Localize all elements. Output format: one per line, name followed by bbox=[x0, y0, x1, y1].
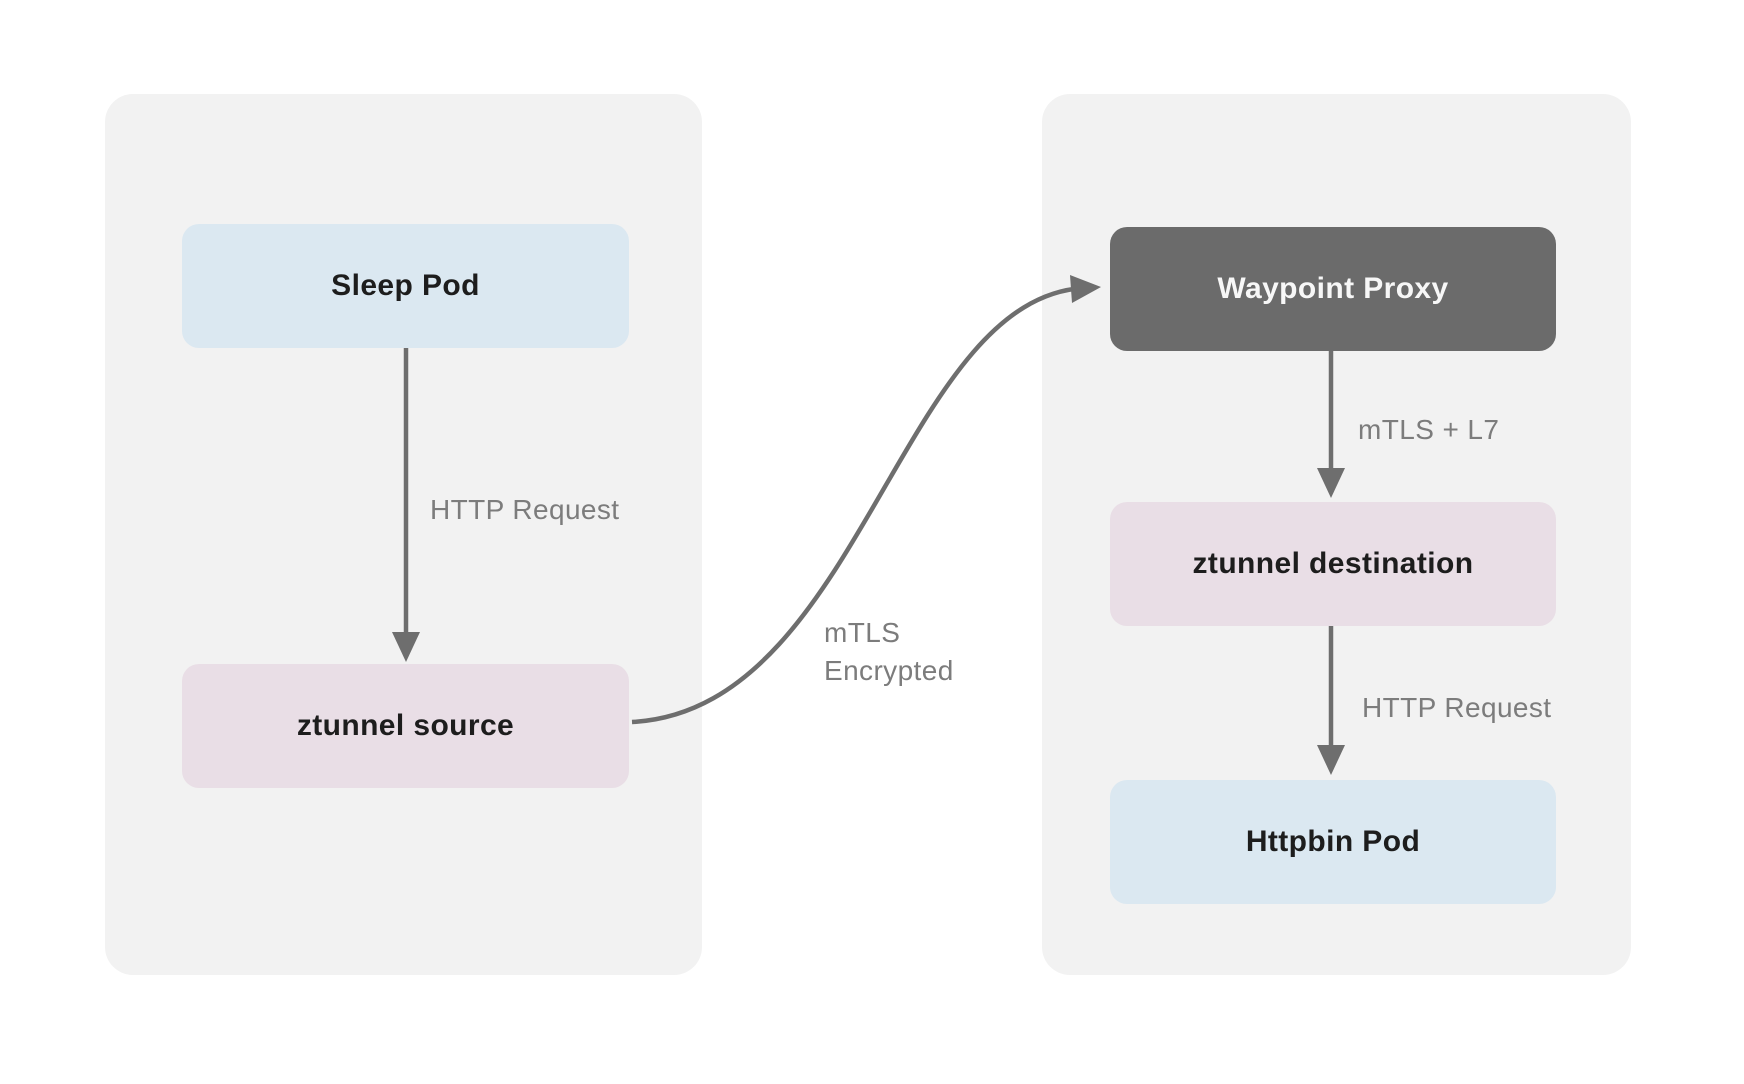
node-sleep-pod: Sleep Pod bbox=[182, 224, 629, 348]
edge-label-http-request-right: HTTP Request bbox=[1362, 692, 1552, 723]
node-waypoint-proxy: Waypoint Proxy bbox=[1110, 227, 1556, 351]
node-label-ztunnel-source: ztunnel source bbox=[296, 709, 515, 742]
namespace-panel-httpbin: Namespace:httpbin Waypoint Proxy ztunnel… bbox=[1042, 94, 1631, 975]
edge-label-mtls-encrypted: mTLS Encrypted bbox=[824, 614, 954, 690]
node-label-waypoint-proxy: Waypoint Proxy bbox=[1217, 272, 1449, 305]
node-label-ztunnel-destination: ztunnel destination bbox=[1192, 547, 1474, 580]
node-httpbin-pod: Httpbin Pod bbox=[1110, 780, 1556, 904]
node-label-httpbin-pod: Httpbin Pod bbox=[1245, 825, 1421, 858]
namespace-panel-client: Namespace:client Sleep Pod ztunnel sourc… bbox=[105, 94, 702, 975]
edge-label-mtls-line2: Encrypted bbox=[824, 655, 954, 686]
node-ztunnel-source: ztunnel source bbox=[182, 664, 629, 788]
edge-label-http-request-left: HTTP Request bbox=[430, 494, 620, 525]
node-label-sleep-pod: Sleep Pod bbox=[331, 269, 480, 302]
edge-label-mtls-l7: mTLS + L7 bbox=[1358, 414, 1500, 445]
node-ztunnel-destination: ztunnel destination bbox=[1110, 502, 1556, 626]
edge-label-mtls-line1: mTLS bbox=[824, 617, 901, 648]
